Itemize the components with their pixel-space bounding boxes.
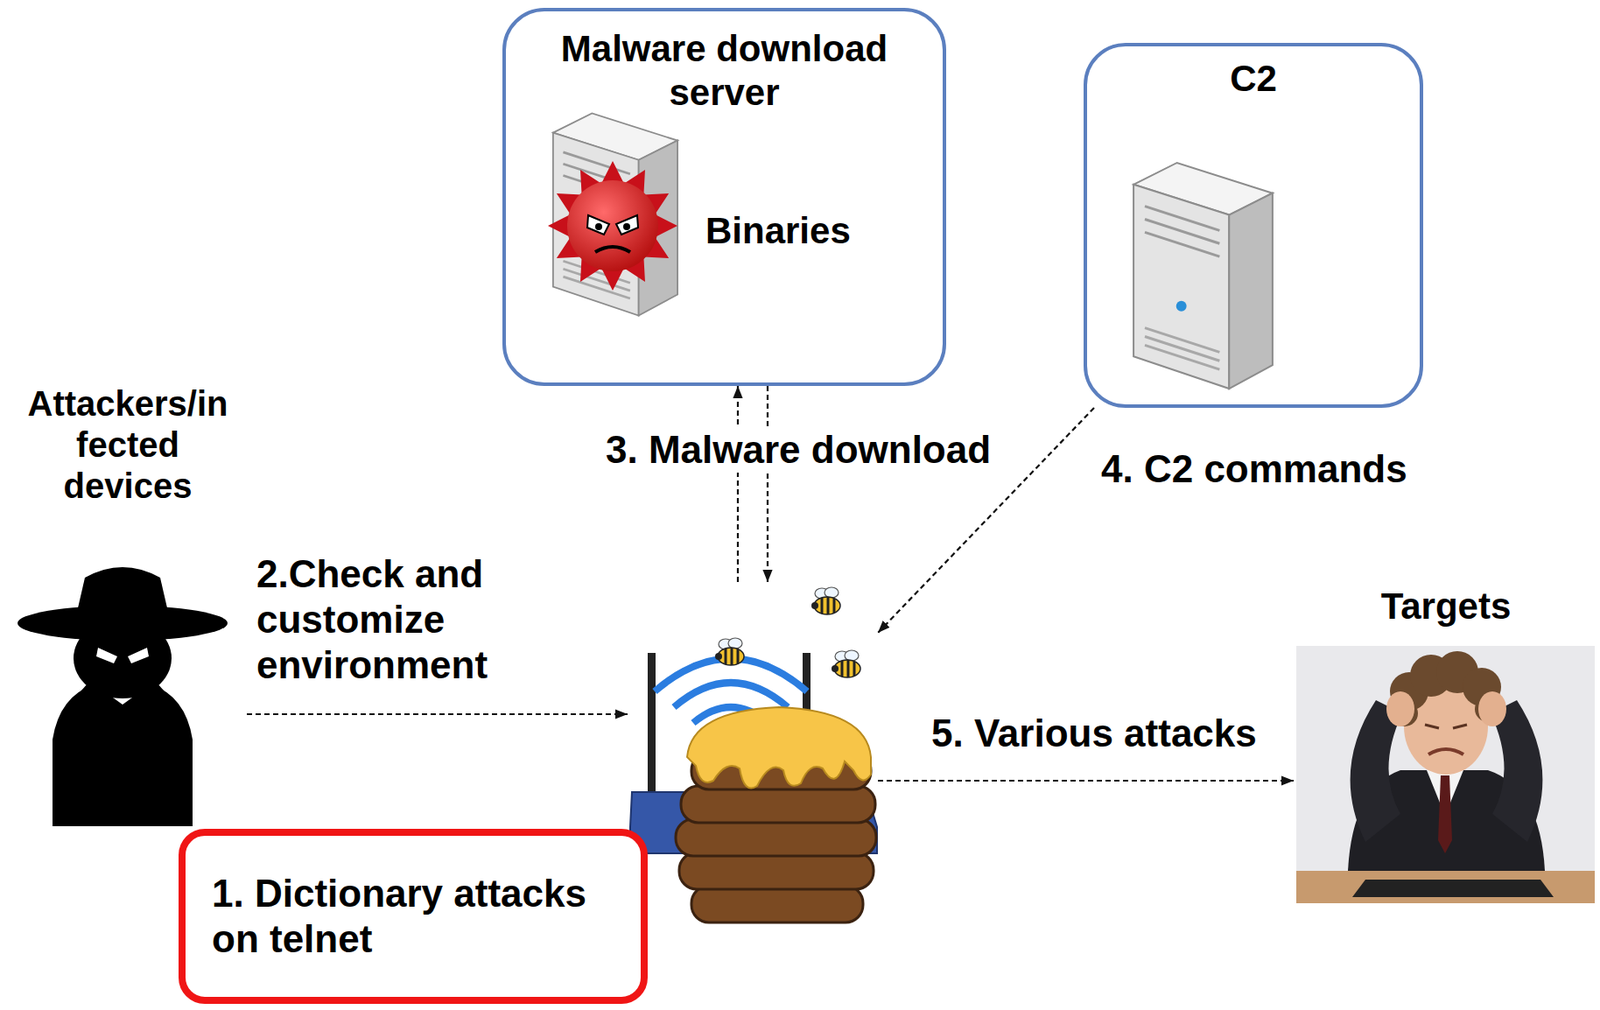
- c2-box: C2: [1083, 42, 1424, 408]
- step-note: 1. Dictionary attacks on telnet: [211, 870, 624, 962]
- c2-server-icon: [1133, 162, 1273, 389]
- highlight-box: 1. Dictionary attacks on telnet: [178, 828, 648, 1004]
- step-label: 3. Malware download: [602, 427, 995, 473]
- step-label: 5. Various attacks: [927, 710, 1261, 757]
- stressed-person-photo: [1296, 645, 1595, 904]
- step-label: 4. C2 commands: [1097, 446, 1411, 492]
- server-box: Malware download serverBinaries: [502, 7, 947, 386]
- binaries-label: Binaries: [705, 209, 851, 253]
- honeypot-device: [627, 582, 878, 929]
- attacker-figure: Attackers/in fected devices: [8, 381, 247, 827]
- targets-label: Targets: [1381, 584, 1512, 629]
- c2-title: C2: [1229, 56, 1278, 101]
- attacker-label: Attackers/in fected devices: [26, 383, 231, 508]
- dashed-arrow: [736, 385, 739, 583]
- dashed-arrow: [877, 779, 1294, 782]
- malware-icon: [547, 161, 678, 291]
- target-victim: Targets: [1293, 584, 1599, 906]
- server-title: Malware download server: [532, 27, 918, 114]
- honeypot-illustration: [630, 587, 878, 923]
- dashed-arrow: [246, 713, 628, 716]
- attacker-silhouette: [17, 567, 228, 827]
- dashed-arrow: [766, 385, 769, 583]
- step-label: 2.Check and customize environment: [252, 551, 523, 688]
